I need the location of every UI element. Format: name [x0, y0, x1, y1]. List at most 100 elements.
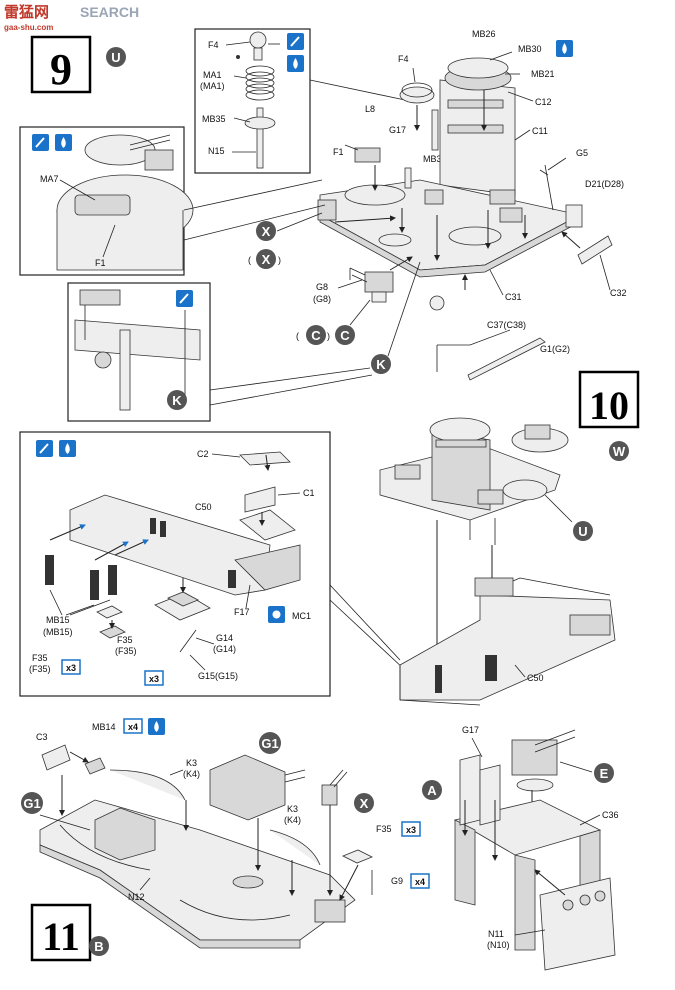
marker-u: U: [106, 47, 126, 67]
gun-tub-detail: [56, 134, 194, 271]
label-f35-a-alt: (F35): [29, 664, 51, 674]
svg-text:K: K: [376, 357, 386, 372]
label-c1: C1: [303, 488, 315, 498]
label-c31: C31: [505, 292, 522, 302]
part-d21: [565, 204, 583, 228]
svg-text:A: A: [427, 783, 437, 798]
label-f1-inset: F1: [95, 258, 106, 268]
part-f35-step11: [342, 849, 373, 864]
svg-text:K: K: [172, 393, 182, 408]
part-c3: [41, 744, 71, 771]
secondary-funnel: [399, 67, 439, 151]
label-n11: N11: [488, 929, 504, 939]
quantity-badge: x4: [123, 718, 143, 734]
label-ma1-alt: (MA1): [200, 81, 225, 91]
label-n11-alt: (N10): [487, 940, 510, 950]
bridge-assembly: [379, 417, 569, 545]
part-mb14: [84, 757, 106, 775]
svg-text:): ): [278, 255, 281, 265]
label-c3: C3: [36, 732, 48, 742]
label-mb36: MB36: [423, 154, 447, 164]
inset-mast-detail: [194, 28, 311, 174]
paint-mix-icon: [268, 606, 285, 623]
marker-x-alt: ( X ): [248, 249, 281, 269]
label-f17: F17: [234, 607, 250, 617]
label-c32: C32: [610, 288, 627, 298]
part-k3-b: [269, 829, 321, 866]
label-g8-alt: (G8): [313, 294, 331, 304]
label-mb15-alt: (MB15): [43, 627, 73, 637]
marker-a: A: [422, 780, 442, 800]
label-f4: F4: [208, 40, 219, 50]
watermark-url: gaa-shu.com: [4, 23, 53, 32]
svg-text:U: U: [578, 524, 587, 539]
step-9-number: 9: [50, 45, 72, 94]
marker-c: C: [335, 325, 355, 345]
label-g5: G5: [576, 148, 588, 158]
label-k3-a: K3: [186, 758, 197, 768]
parts-f35: [96, 591, 211, 639]
svg-text:G1: G1: [261, 736, 278, 751]
svg-text:X: X: [360, 796, 369, 811]
svg-text:X: X: [262, 252, 271, 267]
svg-text:E: E: [600, 766, 609, 781]
step-10-number: 10: [589, 383, 629, 428]
label-f35-b-alt: (F35): [115, 646, 137, 656]
panel-n11: [539, 877, 616, 971]
marker-e: E: [594, 763, 614, 783]
label-f35-b: F35: [117, 635, 133, 645]
label-mc1: MC1: [292, 611, 311, 621]
label-c12: C12: [535, 97, 552, 107]
label-c11: C11: [532, 126, 548, 136]
aa-gun-x: [321, 769, 348, 806]
svg-text:x3: x3: [149, 674, 159, 684]
inset-c50-detail: [19, 431, 331, 697]
watermark: 雷猛网 SEARCH gaa-shu.com: [4, 3, 139, 32]
label-l8: L8: [365, 104, 375, 114]
label-g1g2: G1(G2): [540, 344, 570, 354]
marker-x: X: [256, 221, 276, 241]
label-k3-b-alt: (K4): [284, 815, 301, 825]
part-g8-gun: [349, 267, 394, 303]
label-mb14: MB14: [92, 722, 116, 732]
svg-text:x4: x4: [128, 722, 138, 732]
c50-superstructure: [69, 451, 301, 596]
step-10-box: [578, 370, 640, 429]
svg-text:G1: G1: [23, 796, 40, 811]
label-g14: G14: [216, 633, 233, 643]
director-e: [511, 729, 576, 792]
part-wheel: [429, 295, 445, 311]
label-f35-a: F35: [32, 653, 48, 663]
inset-k-detail: [67, 282, 211, 422]
quantity-badge: x3: [401, 821, 421, 837]
label-f4-top: F4: [398, 54, 409, 64]
paint-brush-icon: [176, 290, 193, 307]
label-d21: D21(D28): [585, 179, 624, 189]
marker-b: B: [89, 936, 109, 956]
step-11-box: [30, 903, 92, 962]
svg-text:(: (: [248, 255, 251, 265]
marker-k: K: [371, 354, 391, 374]
paint-drop-icon: [287, 55, 304, 72]
label-n12: N12: [128, 892, 145, 902]
marker-u-step10: U: [573, 521, 593, 541]
paint-drop-icon: [556, 40, 573, 57]
paint-brush-icon: [287, 33, 304, 50]
part-c37: [436, 329, 511, 372]
label-f35-c: F35: [376, 824, 392, 834]
svg-text:C: C: [311, 328, 321, 343]
svg-text:): ): [327, 331, 330, 341]
svg-text:x4: x4: [415, 877, 425, 887]
marker-g1: G1: [259, 732, 281, 754]
deck-platform-c31: [319, 179, 582, 278]
svg-text:W: W: [613, 444, 626, 459]
mast-detail-parts: [236, 31, 280, 169]
gun-turret-g1: [94, 754, 306, 861]
svg-text:x3: x3: [406, 825, 416, 835]
label-mb21: MB21: [531, 69, 555, 79]
part-k3-a: [109, 769, 186, 801]
label-c36: C36: [602, 810, 619, 820]
paint-drop-icon: [59, 440, 76, 457]
svg-text:U: U: [111, 50, 120, 65]
